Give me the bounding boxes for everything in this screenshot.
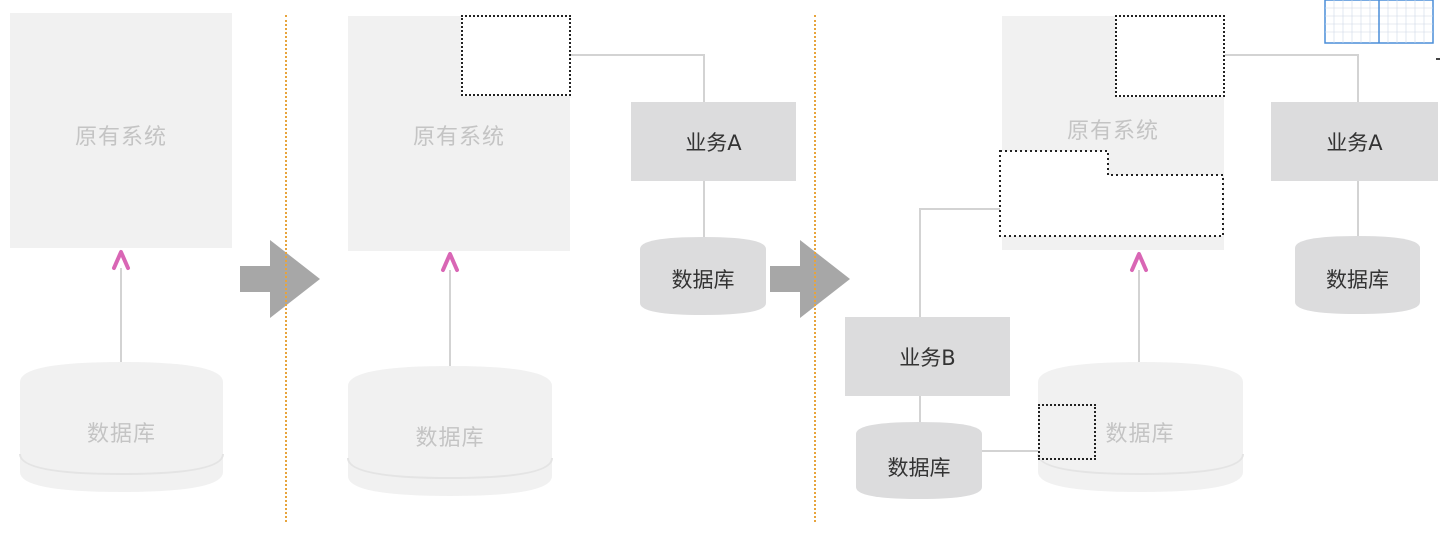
service-b-to-db-line <box>919 396 921 426</box>
extracted-module-2 <box>461 15 571 96</box>
database-label-3: 数据库 <box>1105 422 1175 447</box>
service-b-box: 业务B <box>845 317 1010 396</box>
service-a-box-3: 业务A <box>1271 102 1438 181</box>
service-a-to-db-line-2 <box>703 181 705 241</box>
service-a-box-2: 业务A <box>631 102 796 181</box>
legacy-system-label-1: 原有系统 <box>74 125 167 150</box>
stage-separator-1 <box>285 15 287 522</box>
connector-tail-3 <box>1436 58 1440 60</box>
connector-module-to-service-a-v <box>703 54 705 102</box>
extracted-table-3 <box>1038 404 1096 460</box>
legacy-system-label-2: 原有系统 <box>412 125 505 150</box>
service-a-db-label-3: 数据库 <box>1326 268 1389 292</box>
service-a-database-3 <box>1295 236 1420 314</box>
db-to-system-line-3 <box>1138 270 1140 365</box>
service-a-db-label-2: 数据库 <box>671 268 735 292</box>
service-a-database-2 <box>640 237 766 315</box>
service-a-label-3: 业务A <box>1326 130 1383 155</box>
legacy-system-label-3: 原有系统 <box>1066 119 1159 144</box>
service-b-label: 业务B <box>899 345 956 370</box>
service-a-label-2: 业务A <box>685 130 742 155</box>
connector-module-to-service-a-h <box>571 54 705 56</box>
extracted-module-b-3 <box>999 150 1224 237</box>
transition-arrow-icon-1 <box>240 240 320 318</box>
connector-module-to-service-b-h <box>919 208 1000 210</box>
transition-arrow-icon-2 <box>770 240 850 318</box>
database-cylinder-1 <box>19 362 224 492</box>
db-to-system-line-1 <box>120 268 122 364</box>
stage-separator-2 <box>814 15 816 522</box>
legacy-system-box-1: 原有系统 <box>10 13 232 248</box>
connector-module-to-service-b-v <box>919 208 921 317</box>
arrowhead-icon-2 <box>441 252 459 272</box>
arrowhead-icon-3 <box>1130 252 1148 272</box>
database-label-2: 数据库 <box>415 426 485 451</box>
extracted-module-a-3 <box>1115 15 1225 97</box>
connector-module-to-service-a-h-3 <box>1225 54 1359 56</box>
service-a-to-db-line-3 <box>1357 181 1359 241</box>
service-b-database <box>856 422 982 499</box>
connector-db-b-to-legacy-db <box>982 450 1039 452</box>
grid-thumbnail-icon <box>1324 0 1434 44</box>
service-b-db-label: 数据库 <box>887 456 951 480</box>
arrowhead-icon-1 <box>112 250 130 270</box>
db-to-system-line-2 <box>449 270 451 366</box>
database-label-1: 数据库 <box>86 422 156 447</box>
connector-module-to-service-a-v-3 <box>1357 54 1359 102</box>
database-cylinder-2 <box>347 366 553 496</box>
